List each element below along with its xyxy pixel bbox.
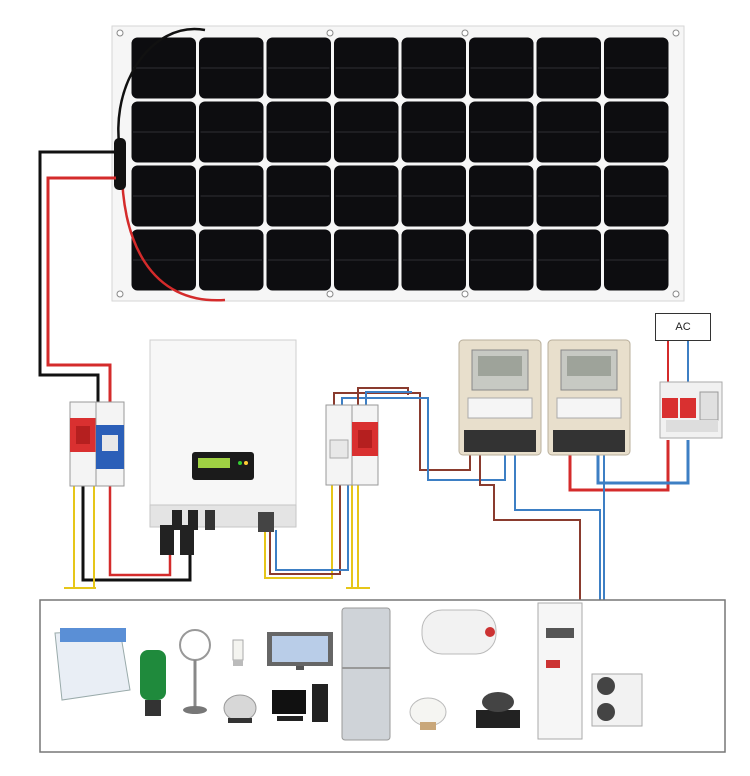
washing-machine-icon — [54, 628, 131, 701]
rice-cooker-icon — [409, 697, 447, 730]
refrigerator-icon — [341, 607, 391, 741]
junction-box — [114, 138, 126, 190]
ac-breaker-group — [325, 404, 379, 486]
electric-kettle-icon — [223, 694, 257, 723]
energy-meter-2 — [547, 339, 631, 456]
water-pump-icon — [140, 650, 166, 716]
panel-cell-grid — [131, 37, 669, 291]
ac-label: AC — [675, 321, 691, 333]
ac-label-box: AC — [655, 313, 711, 341]
air-conditioner-outdoor-icon — [591, 673, 643, 727]
inverter — [149, 339, 297, 555]
electric-fan-icon — [179, 629, 211, 714]
induction-cooker-icon — [476, 692, 520, 728]
solar-panel — [111, 25, 685, 302]
dc-wiring — [38, 150, 192, 589]
dc-breaker-group — [69, 401, 125, 487]
appliance-panel — [39, 599, 726, 753]
ac-wiring — [264, 338, 690, 600]
television-icon — [267, 632, 333, 670]
light-bulb-icon — [232, 639, 244, 666]
water-heater-icon — [421, 609, 497, 655]
energy-meter-1 — [458, 339, 542, 456]
desktop-computer-icon — [272, 684, 328, 722]
air-conditioner-indoor-icon — [537, 602, 583, 740]
ac-main-breaker — [659, 381, 723, 439]
